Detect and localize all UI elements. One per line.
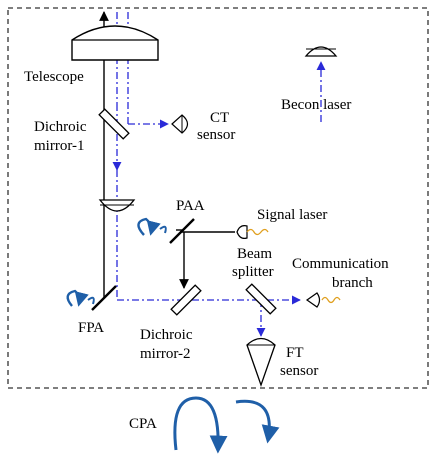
becon-laser-label: Becon laser xyxy=(281,97,351,113)
signal-laser-label: Signal laser xyxy=(257,207,327,223)
fpa-mirror xyxy=(91,285,117,311)
ft-sensor-icon xyxy=(246,337,276,387)
signal-laser-icon xyxy=(236,225,269,239)
relay-lens xyxy=(98,199,136,212)
communication-branch-label-line2: branch xyxy=(332,275,373,291)
ft-sensor-label-line2: sensor xyxy=(280,363,318,379)
ct-sensor-icon xyxy=(171,114,189,134)
ft-sensor-label-line1: FT xyxy=(286,345,304,361)
dichroic-mirror-2 xyxy=(170,284,202,316)
dichroic-mirror-2-label-line2: mirror-2 xyxy=(140,346,191,362)
beam-splitter xyxy=(245,283,277,315)
dichroic-mirror-1-label-line2: mirror-1 xyxy=(34,138,85,154)
cpa-arrow-left-icon xyxy=(173,396,228,454)
telescope-label: Telescope xyxy=(24,69,84,85)
ct-sensor-label-line2: sensor xyxy=(197,127,235,143)
becon-laser-icon xyxy=(304,46,338,57)
dichroic-mirror-2-label-line1: Dichroic xyxy=(140,327,193,343)
fpa-label: FPA xyxy=(78,320,104,336)
communication-branch-icon xyxy=(305,292,341,308)
system-frame xyxy=(7,7,429,389)
dichroic-mirror-1 xyxy=(98,108,130,140)
cpa-arrow-right-icon xyxy=(235,399,280,444)
cpa-label: CPA xyxy=(129,416,157,432)
paa-mirror xyxy=(169,218,195,244)
telescope xyxy=(71,25,159,61)
paa-label: PAA xyxy=(176,198,205,214)
beam-splitter-label-line2: splitter xyxy=(232,264,274,280)
fpa-arrow-icon xyxy=(66,289,95,307)
beam-splitter-label-line1: Beam xyxy=(237,246,272,262)
paa-arrow-icon xyxy=(137,217,167,236)
dichroic-mirror-1-label-line1: Dichroic xyxy=(34,119,87,135)
communication-branch-label-line1: Communication xyxy=(292,256,389,272)
ct-sensor-label-line1: CT xyxy=(210,110,229,126)
